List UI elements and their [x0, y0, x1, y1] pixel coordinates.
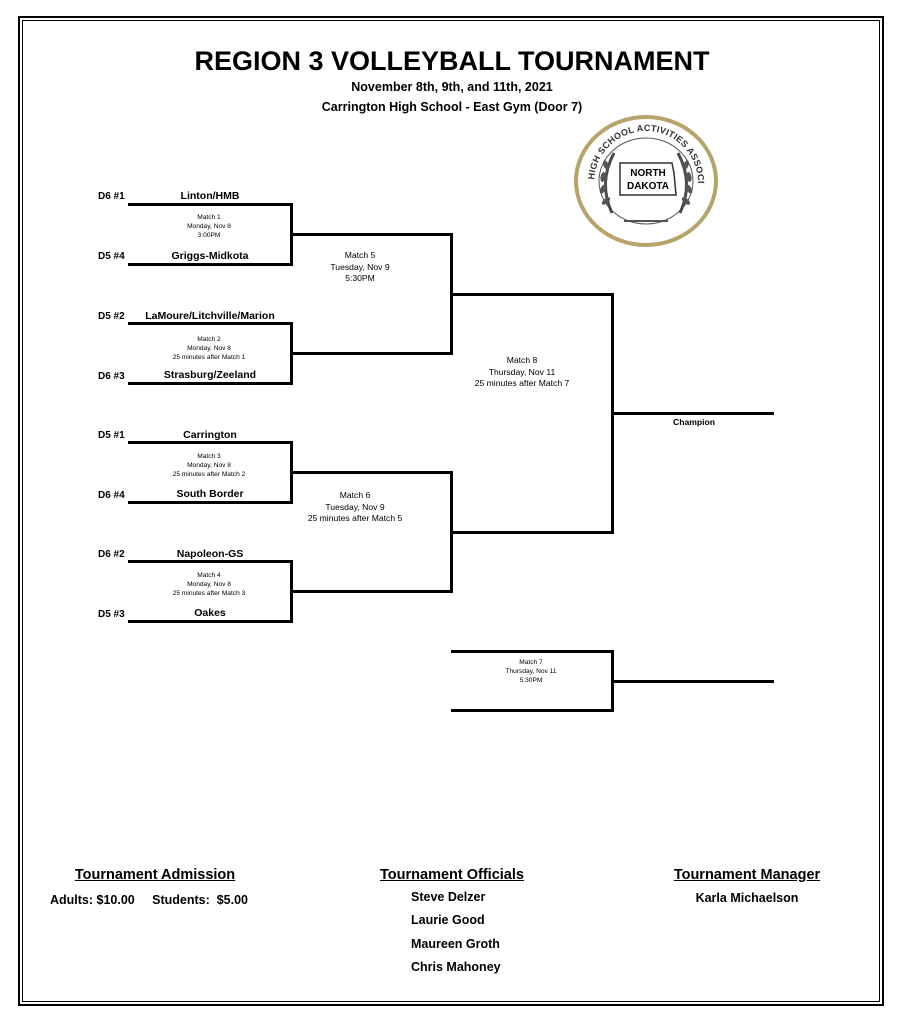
page-border-outer — [18, 16, 884, 1006]
champion-label: Champion — [672, 417, 715, 427]
match-info: Match 4 Monday, Nov 8 25 minutes after M… — [128, 572, 290, 599]
match-day: Monday, Nov 8 — [187, 344, 231, 352]
match-time: 25 minutes after Match 5 — [307, 513, 403, 524]
team-name: Oakes — [194, 607, 226, 619]
manager-name: Karla Michaelson — [695, 891, 799, 905]
match-name: Match 6 — [339, 490, 371, 500]
match-name: Match 4 — [197, 572, 221, 579]
bracket-line — [128, 560, 293, 563]
bracket-line — [128, 620, 293, 623]
match-info: Match 8 Thursday, Nov 11 25 minutes afte… — [450, 355, 594, 390]
seed-label: D5 #4 — [98, 251, 125, 262]
match-time: 25 minutes after Match 2 — [172, 470, 246, 478]
bracket-line — [290, 352, 453, 355]
admission-prices: Adults: $10.00 Students: $5.00 — [50, 893, 248, 907]
official-name: Maureen Groth — [411, 937, 500, 951]
team-name: Carrington — [183, 429, 237, 441]
seed-label: D5 #2 — [98, 311, 125, 322]
bracket-line — [128, 382, 293, 385]
manager-heading: Tournament Manager — [673, 867, 821, 883]
match-name: Match 8 — [506, 355, 538, 365]
team-name: Strasburg/Zeeland — [163, 369, 257, 381]
match-day: Tuesday, Nov 9 — [330, 261, 390, 272]
bracket-line — [128, 263, 293, 266]
team-name: South Border — [176, 488, 244, 500]
match-info: Match 2 Monday, Nov 8 25 minutes after M… — [128, 336, 290, 363]
page-border-inner — [22, 20, 880, 1002]
team-name: Linton/HMB — [180, 190, 240, 202]
match-name: Match 1 — [197, 214, 221, 221]
match-time: 25 minutes after Match 3 — [172, 589, 246, 597]
officials-heading: Tournament Officials — [380, 867, 524, 883]
match-name: Match 2 — [197, 336, 221, 343]
match-time: 3:00PM — [197, 231, 221, 239]
bracket-line — [290, 590, 453, 593]
official-name: Laurie Good — [411, 913, 485, 927]
match-day: Monday, Nov 8 — [187, 222, 231, 230]
logo-state-line1: NORTH — [630, 168, 666, 179]
bracket-line — [290, 233, 453, 236]
champion-line — [611, 412, 774, 415]
page-title: REGION 3 VOLLEYBALL TOURNAMENT — [194, 46, 710, 76]
match-info: Match 5 Tuesday, Nov 9 5:30PM — [280, 250, 440, 285]
admission-heading: Tournament Admission — [74, 867, 236, 883]
seed-label: D5 #1 — [98, 430, 125, 441]
seed-label: D6 #2 — [98, 549, 125, 560]
match-day: Thursday, Nov 11 — [488, 366, 556, 377]
match-info: Match 7 Thursday, Nov 11 5:30PM — [451, 659, 611, 686]
bracket-line — [451, 650, 614, 653]
match-day: Tuesday, Nov 9 — [325, 501, 385, 512]
match-time: 5:30PM — [345, 273, 375, 284]
bracket-line — [611, 680, 774, 683]
official-name: Steve Delzer — [411, 890, 486, 904]
team-name: Griggs-Midkota — [171, 250, 249, 262]
team-name: Napoleon-GS — [176, 548, 244, 560]
match-day: Monday, Nov 8 — [187, 580, 231, 588]
team-name: LaMoure/Litchville/Marion — [145, 310, 275, 322]
match-time: 25 minutes after Match 7 — [474, 378, 570, 389]
match-name: Match 5 — [344, 250, 376, 260]
bracket-line — [128, 322, 293, 325]
bracket-line — [450, 293, 614, 296]
bracket-line — [128, 501, 293, 504]
match-name: Match 3 — [197, 453, 221, 460]
bracket-line — [450, 531, 614, 534]
ndhsaa-seal-icon: HIGH SCHOOL ACTIVITIES ASSOCIATION NORTH… — [572, 113, 718, 247]
tournament-dates: November 8th, 9th, and 11th, 2021 — [351, 80, 553, 94]
match-time: 25 minutes after Match 1 — [172, 353, 246, 361]
seed-label: D5 #3 — [98, 609, 125, 620]
logo-state-line2: DAKOTA — [627, 181, 669, 192]
bracket-line — [128, 203, 293, 206]
match-day: Monday, Nov 8 — [187, 461, 231, 469]
tournament-venue: Carrington High School - East Gym (Door … — [321, 100, 583, 114]
seed-label: D6 #4 — [98, 490, 125, 501]
match-day: Thursday, Nov 11 — [505, 667, 557, 675]
bracket-line — [290, 471, 453, 474]
match-time: 5:30PM — [519, 676, 543, 684]
official-name: Chris Mahoney — [411, 960, 501, 974]
match-info: Match 6 Tuesday, Nov 9 25 minutes after … — [275, 490, 435, 525]
bracket-line — [128, 441, 293, 444]
match-info: Match 3 Monday, Nov 8 25 minutes after M… — [128, 453, 290, 480]
seed-label: D6 #1 — [98, 191, 125, 202]
match-name: Match 7 — [519, 659, 543, 666]
seed-label: D6 #3 — [98, 371, 125, 382]
match-info: Match 1 Monday, Nov 8 3:00PM — [128, 214, 290, 241]
bracket-line — [451, 709, 614, 712]
